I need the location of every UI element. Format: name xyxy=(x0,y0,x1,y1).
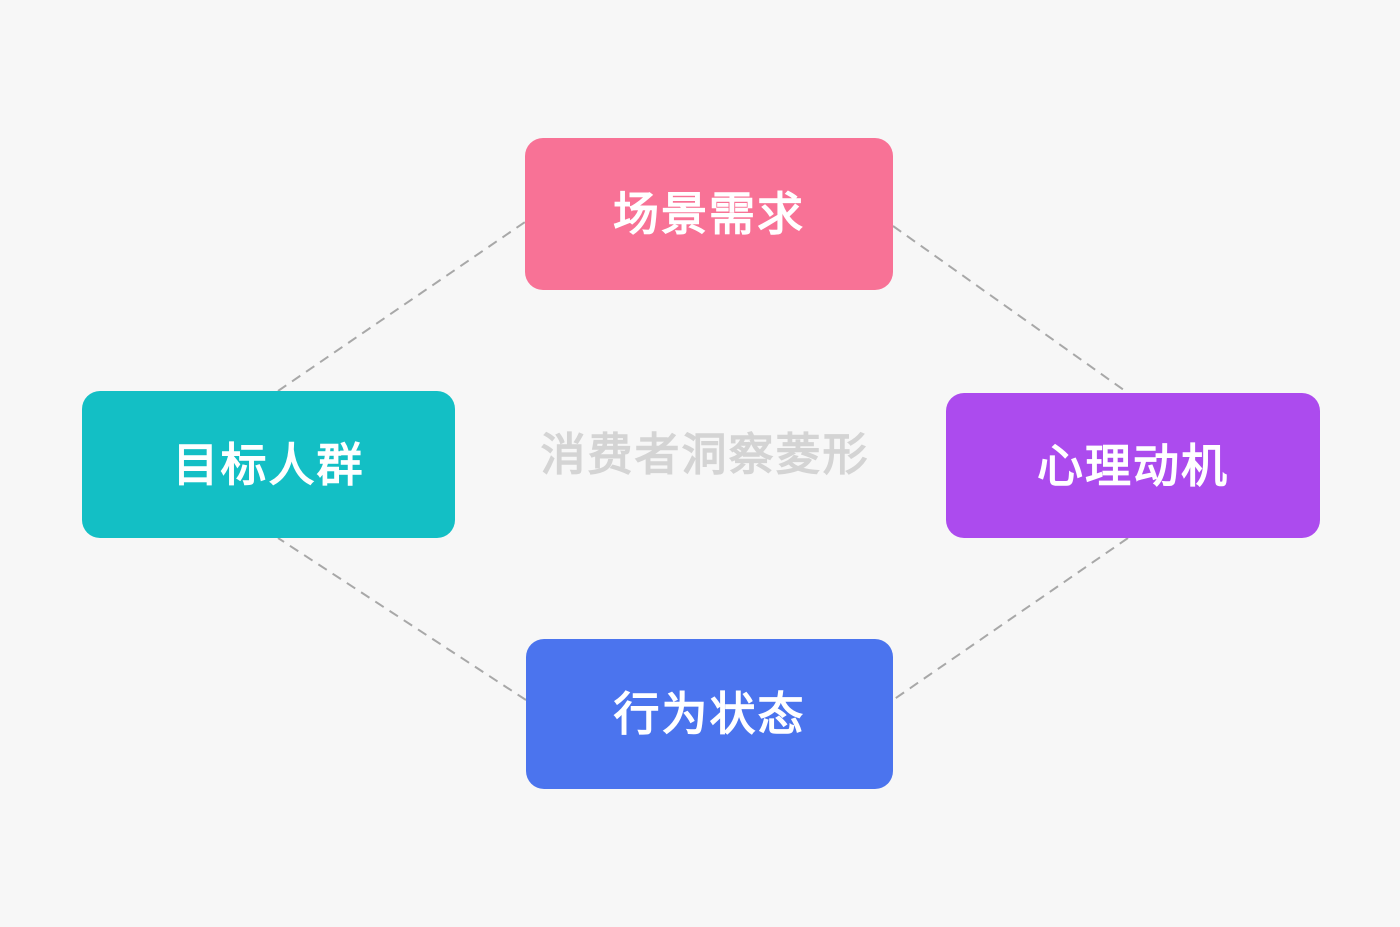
node-psychological-motivation-label: 心理动机 xyxy=(1037,439,1229,492)
connector-behavior-to-audience xyxy=(277,537,527,701)
node-scenario-needs[interactable]: 场景需求 xyxy=(525,138,893,290)
node-target-audience-label: 目标人群 xyxy=(172,438,365,491)
connector-scenario-to-motivation xyxy=(892,225,1129,394)
node-psychological-motivation[interactable]: 心理动机 xyxy=(946,393,1320,538)
node-behavioral-state[interactable]: 行为状态 xyxy=(526,639,893,789)
diagram-center-label: 消费者洞察菱形 xyxy=(540,429,870,480)
connector-motivation-to-behavior xyxy=(892,537,1129,701)
node-scenario-needs-label: 场景需求 xyxy=(613,188,805,240)
node-behavioral-state-label: 行为状态 xyxy=(613,688,806,740)
connector-audience-to-scenario xyxy=(277,221,526,392)
node-target-audience[interactable]: 目标人群 xyxy=(82,391,455,538)
